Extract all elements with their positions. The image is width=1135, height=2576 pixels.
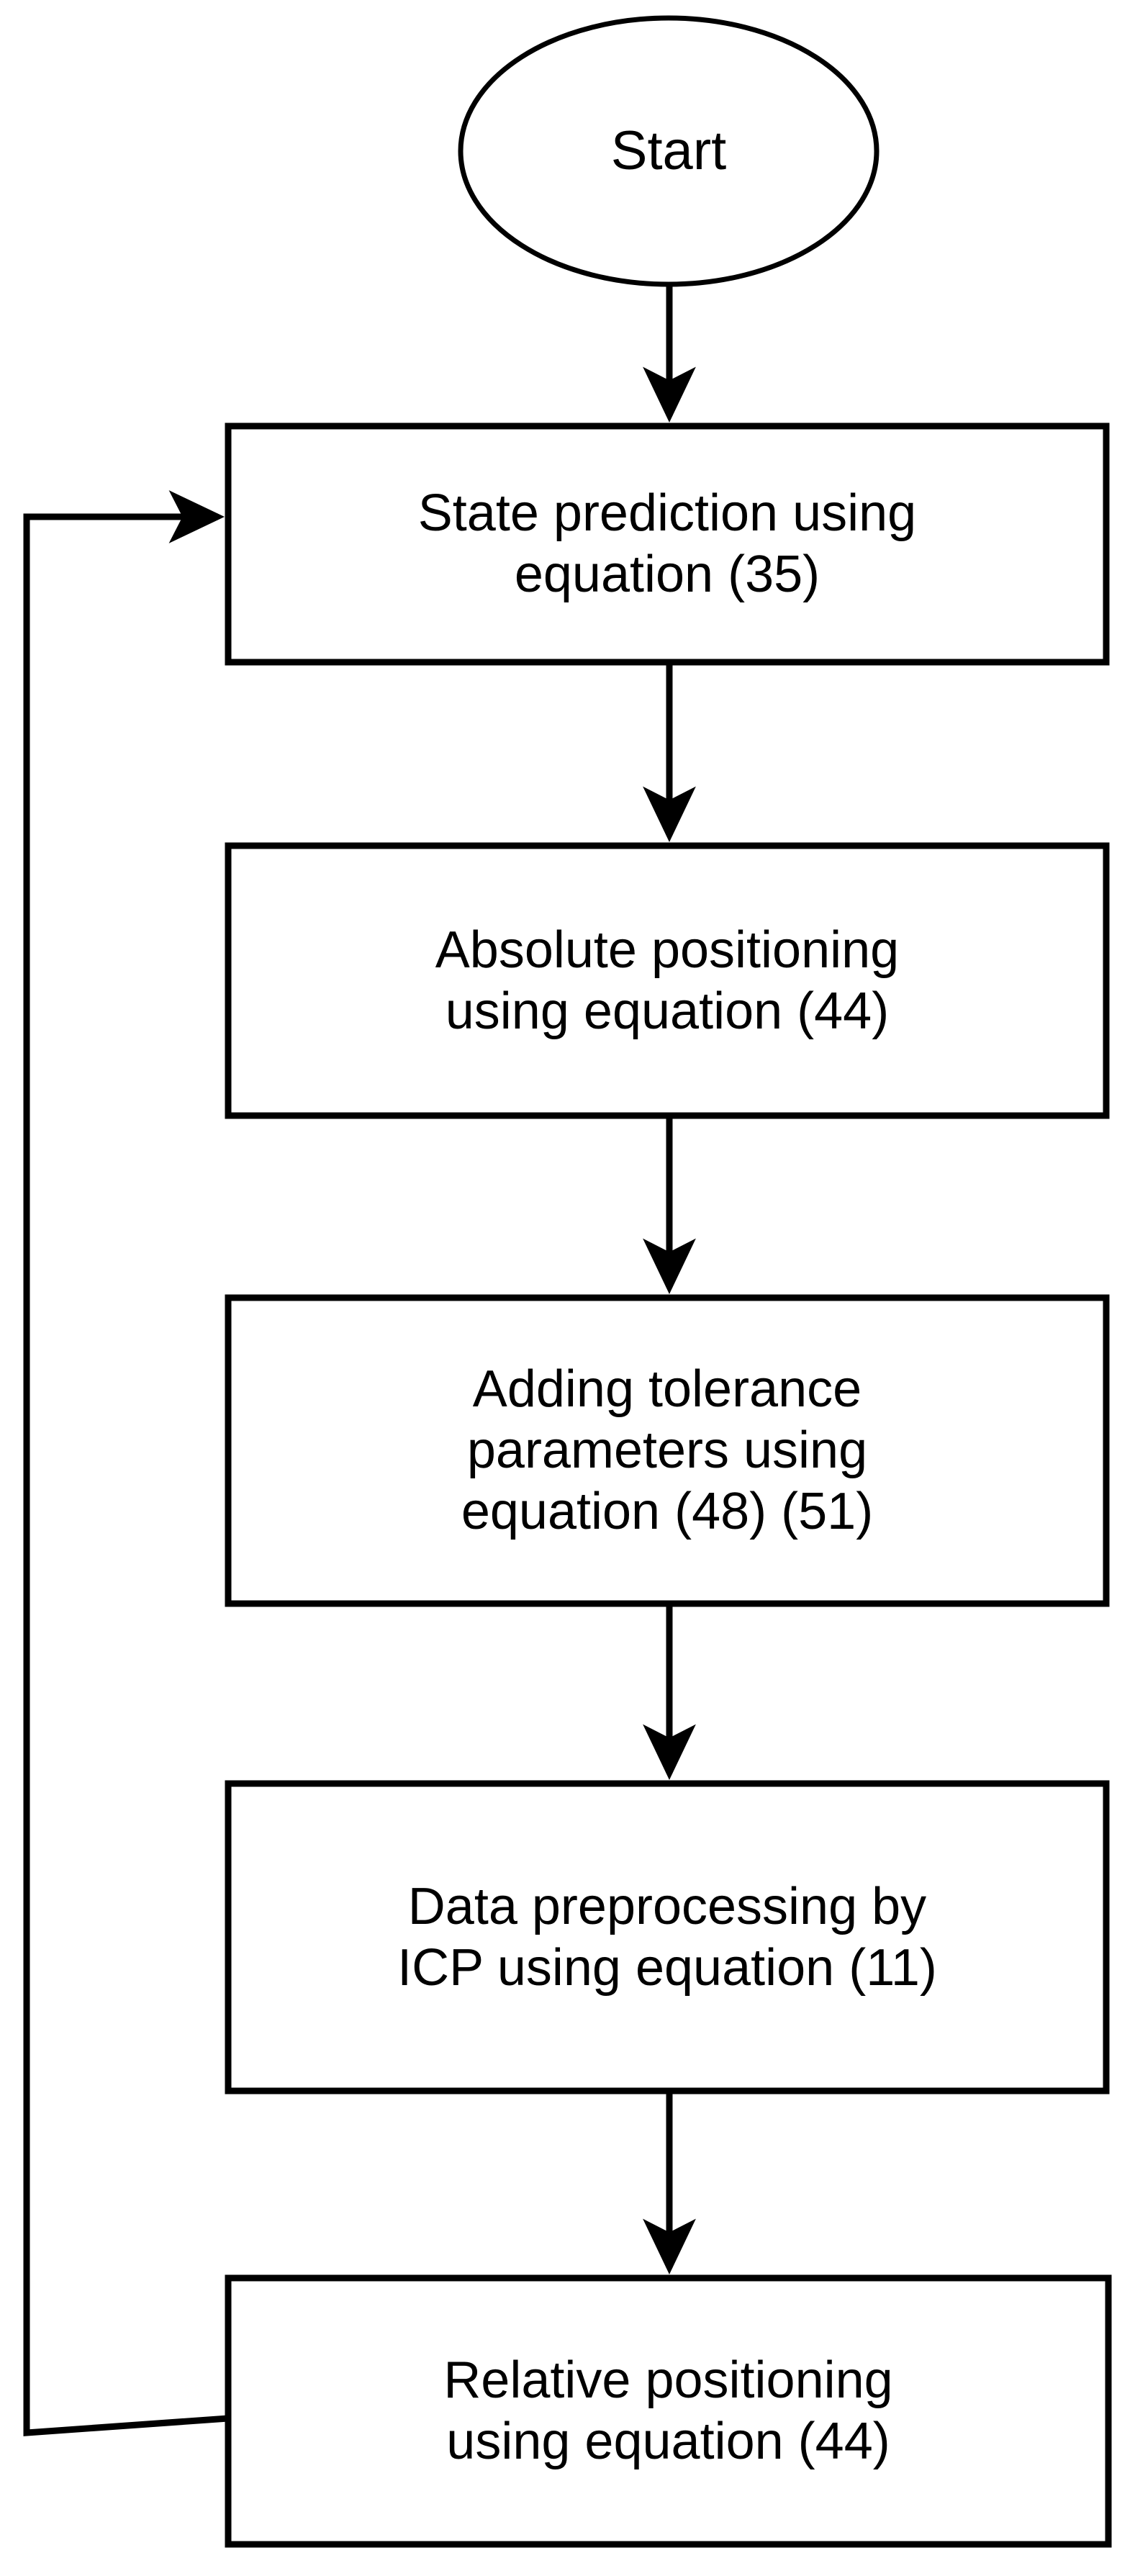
- node-absolute-positioning-shape: [225, 842, 1110, 1119]
- node-state-prediction-shape: [225, 422, 1110, 666]
- node-adding-tolerance-shape: [225, 1294, 1110, 1607]
- node-start-shape: [458, 15, 879, 287]
- node-relative-positioning-shape: [225, 2274, 1112, 2548]
- edge-relative-positioning-feedback-to-state-prediction: [23, 490, 229, 2436]
- node-data-preprocessing-shape: [225, 1780, 1110, 2094]
